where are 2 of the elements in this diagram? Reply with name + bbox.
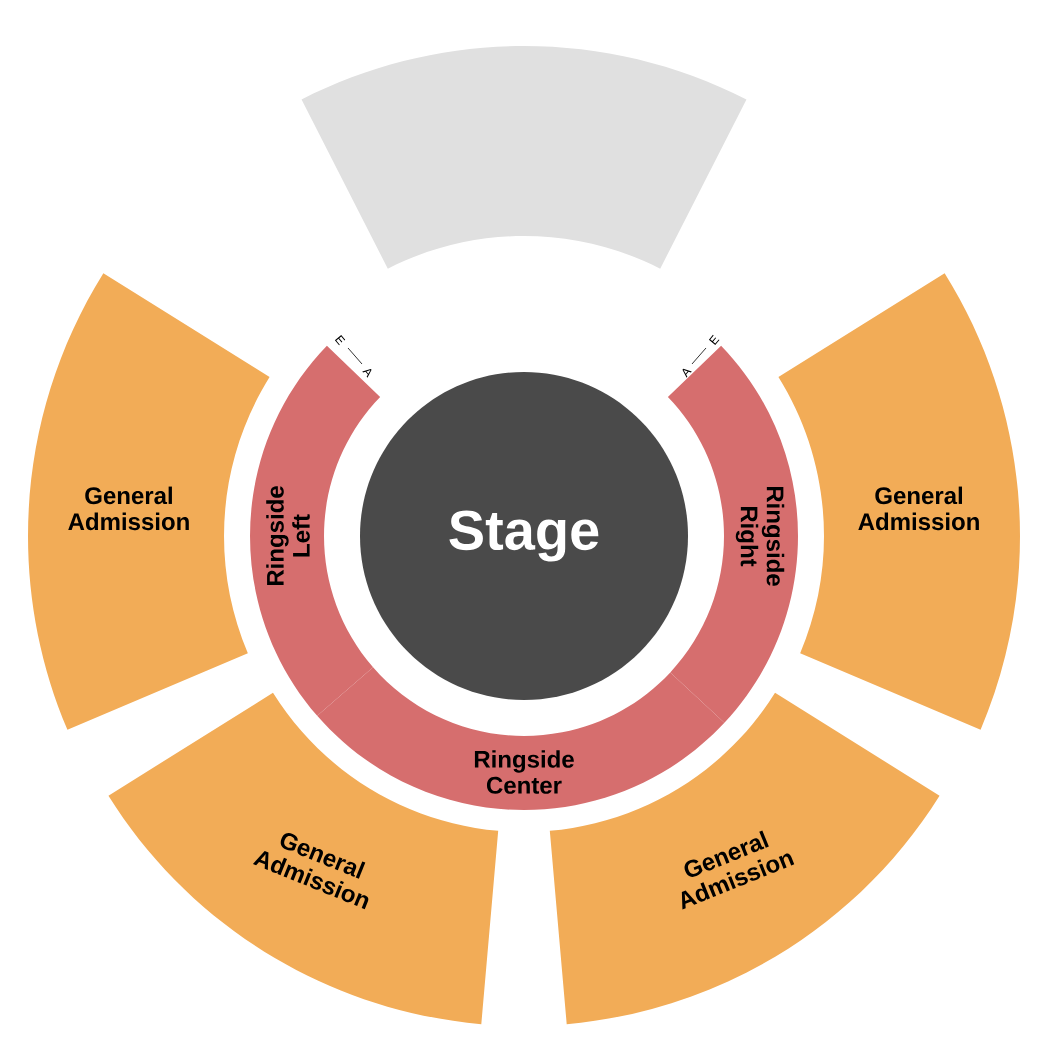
section: Ringside Center (317, 667, 725, 810)
section (301, 46, 747, 269)
